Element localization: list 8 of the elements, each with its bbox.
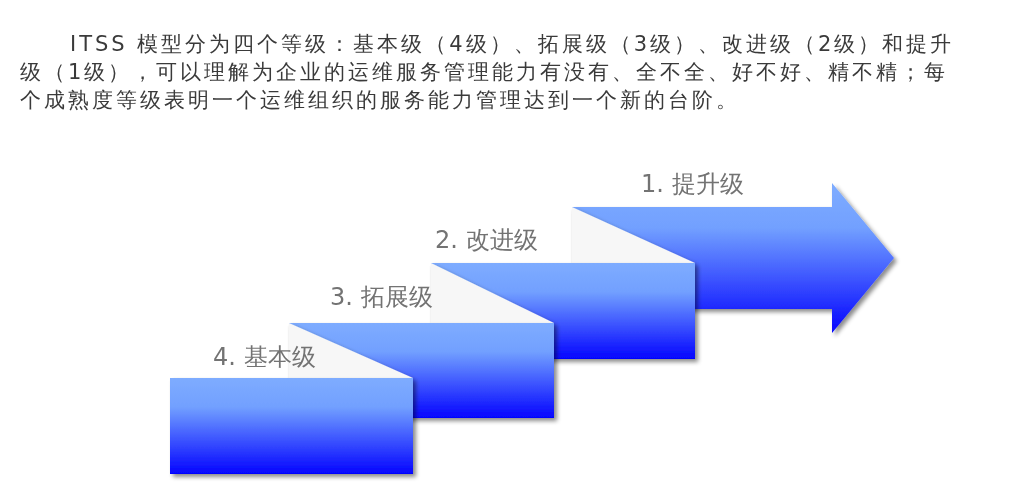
step-label: 1. 提升级 xyxy=(641,169,744,199)
step-label: 4. 基本级 xyxy=(213,342,316,372)
step-block xyxy=(170,342,413,474)
arrow-shape xyxy=(572,169,894,333)
step-label: 2. 改进级 xyxy=(435,225,538,255)
step-block xyxy=(431,225,695,359)
step-label: 3. 拓展级 xyxy=(330,282,433,312)
description-text: ITSS 模型分为四个等级：基本级（4级）、拓展级（3级）、改进级（2级）和提升级（1级），可以理解为企业的运维服务管理能力有没有、全不全、好不好、精不精；每个成熟度等级表明一个运维组织的服务能力管理达到一个新的台阶。 xyxy=(20,31,956,114)
